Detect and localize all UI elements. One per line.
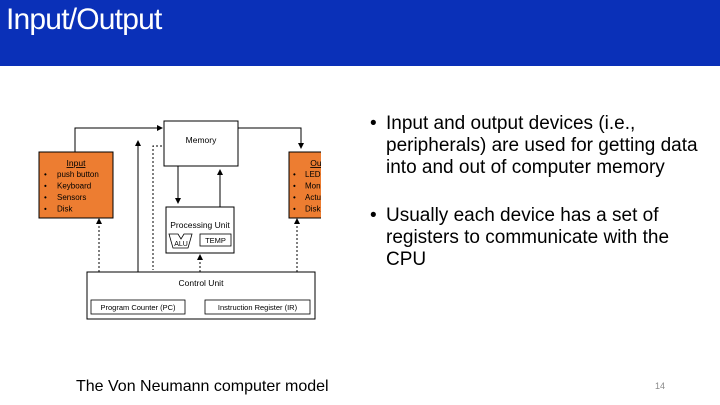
memory-to-control-dashed (152, 145, 162, 270)
memory-to-output-line (238, 127, 304, 149)
alu-label: ALU (174, 241, 188, 248)
program-counter-box (90, 299, 186, 315)
input-item: Disk (57, 205, 74, 214)
bullet-dot: • (370, 205, 377, 226)
bullet-text: Input and output devices (i.e., peripher… (386, 113, 698, 178)
input-heading: Input (67, 158, 87, 168)
input-bullet: • (44, 193, 47, 202)
output-bullet: • (293, 170, 296, 179)
output-item: Monitor (305, 182, 321, 191)
input-item: Sensors (57, 193, 86, 202)
input-bullet: • (44, 182, 47, 191)
program-counter-label: Program Counter (PC) (100, 303, 176, 312)
page-number: 14 (655, 381, 666, 391)
dashed-connectors (96, 145, 300, 272)
input-box: Input • push button • Keyboard • Sensors… (38, 151, 114, 219)
bullet-list: • Input and output devices (i.e., periph… (368, 113, 713, 297)
title-bar: Input/Output (0, 0, 720, 66)
bullet-item: • Input and output devices (i.e., periph… (368, 113, 713, 179)
connectors (74, 125, 304, 272)
output-bullet: • (293, 205, 296, 214)
diagram-caption: The Von Neumann computer model (76, 378, 329, 395)
instruction-register-label: Instruction Register (IR) (218, 303, 298, 312)
von-neumann-diagram: Memory Input • push button • Keyboard • … (38, 120, 321, 320)
input-to-memory-line (74, 125, 163, 152)
output-bullet: • (293, 182, 296, 191)
control-unit-box: Control Unit Program Counter (PC) Instru… (86, 271, 316, 320)
temp-register (199, 233, 232, 247)
input-bullet: • (44, 170, 47, 179)
alu-icon (168, 233, 193, 249)
input-item: Keyboard (57, 182, 91, 191)
output-item: Actuators (305, 193, 321, 202)
memory-box: Memory (163, 120, 239, 167)
memory-label: Memory (186, 135, 217, 145)
output-bullet: • (293, 193, 296, 202)
control-unit-label: Control Unit (179, 278, 225, 288)
input-item: push button (57, 170, 99, 179)
slide-title: Input/Output (6, 3, 162, 36)
processing-unit-label: Processing Unit (170, 220, 230, 230)
output-box: Output • LED • Monitor • Actuators • Dis… (288, 151, 321, 219)
input-bullet: • (44, 205, 47, 214)
bullet-text: Usually each device has a set of registe… (386, 205, 670, 270)
bullet-dot: • (370, 113, 377, 134)
output-item: LED (305, 170, 321, 179)
processing-unit-box: Processing Unit ALU TEMP (165, 206, 235, 254)
output-item: Disk (305, 205, 321, 214)
bullet-item: • Usually each device has a set of regis… (368, 205, 713, 271)
instruction-register-box (204, 299, 311, 315)
temp-label: TEMP (205, 236, 226, 245)
output-heading: Output (310, 158, 321, 168)
